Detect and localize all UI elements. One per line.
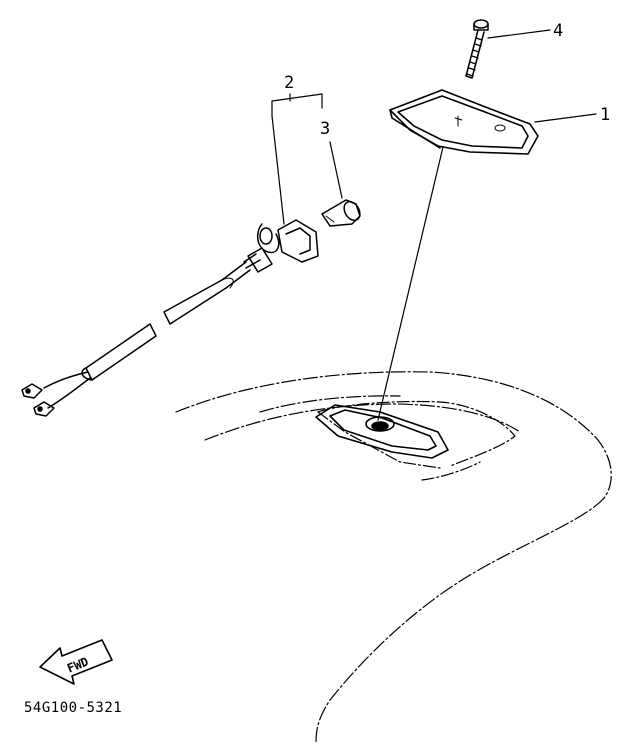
callout-leaders	[271, 29, 597, 225]
part-2-socket-harness	[21, 219, 319, 417]
part-1-lens	[389, 89, 539, 155]
fender-outline	[175, 371, 612, 743]
callout-1: 1	[600, 105, 610, 125]
diagram-part-number: 54G100-5321	[24, 700, 122, 716]
part-3-bulb	[321, 199, 361, 227]
mounting-base	[315, 404, 449, 459]
mounting-recess	[317, 400, 516, 481]
part-4-screw	[465, 19, 489, 79]
callout-4: 4	[553, 21, 563, 41]
fwd-arrow-icon: FWD	[39, 639, 113, 685]
callout-3: 3	[320, 119, 330, 139]
callout-2: 2	[284, 73, 294, 93]
assembly-leader-line	[377, 146, 444, 421]
